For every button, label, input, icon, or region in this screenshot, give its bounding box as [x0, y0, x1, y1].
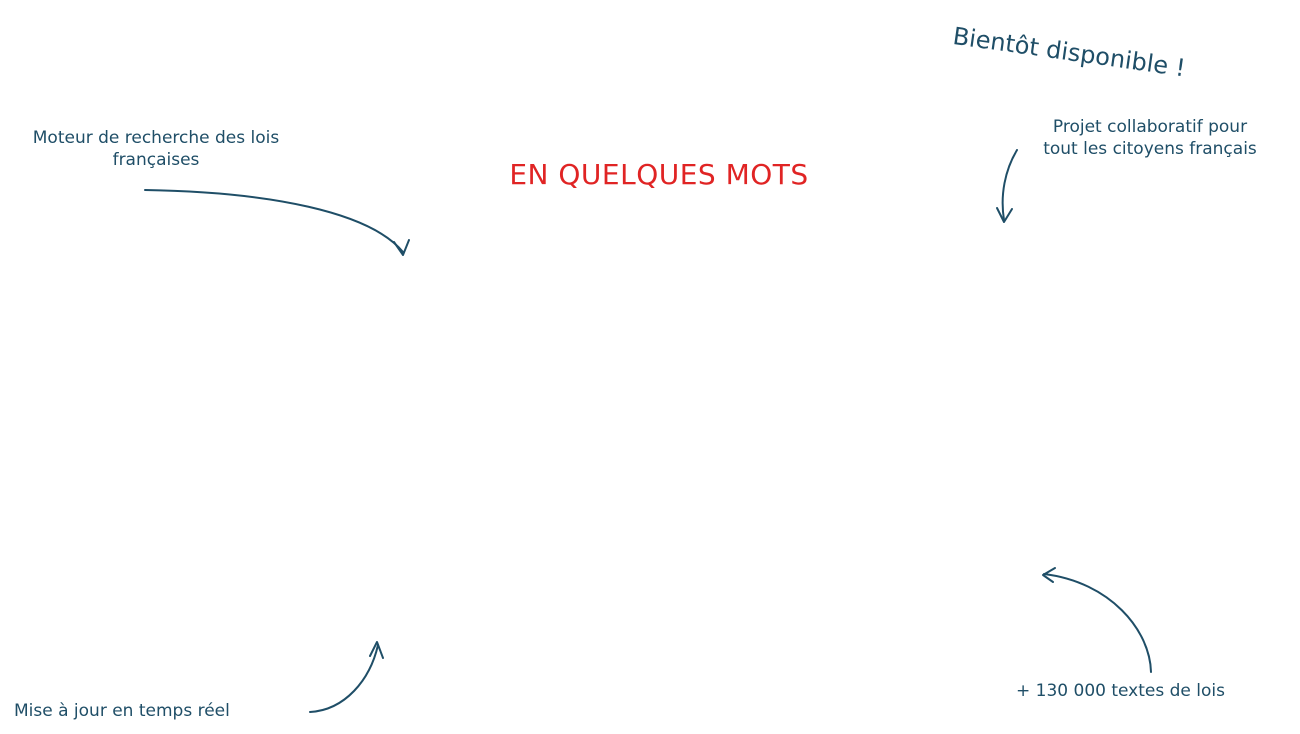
- law-texts-count-note: + 130 000 textes de lois: [1016, 681, 1225, 701]
- arrow-search-engine: [144, 189, 410, 256]
- collaborative-note-line-2: tout les citoyens français: [1043, 139, 1257, 159]
- realtime-update-note: Mise à jour en temps réel: [14, 701, 230, 721]
- search-engine-note-line-1: Moteur de recherche des lois: [32, 128, 280, 148]
- collaborative-note: Projet collaboratif pour tout les citoye…: [1030, 116, 1270, 160]
- collaborative-note-line-1: Projet collaboratif pour: [1052, 117, 1248, 137]
- search-engine-note-line-2: françaises: [112, 150, 200, 170]
- arrow-collaborative: [996, 149, 1018, 223]
- search-engine-note: Moteur de recherche des lois françaises: [22, 127, 290, 171]
- section-heading: EN QUELQUES MOTS: [509, 158, 809, 191]
- arrow-realtime: [309, 641, 384, 713]
- arrow-texts-count: [1042, 567, 1152, 673]
